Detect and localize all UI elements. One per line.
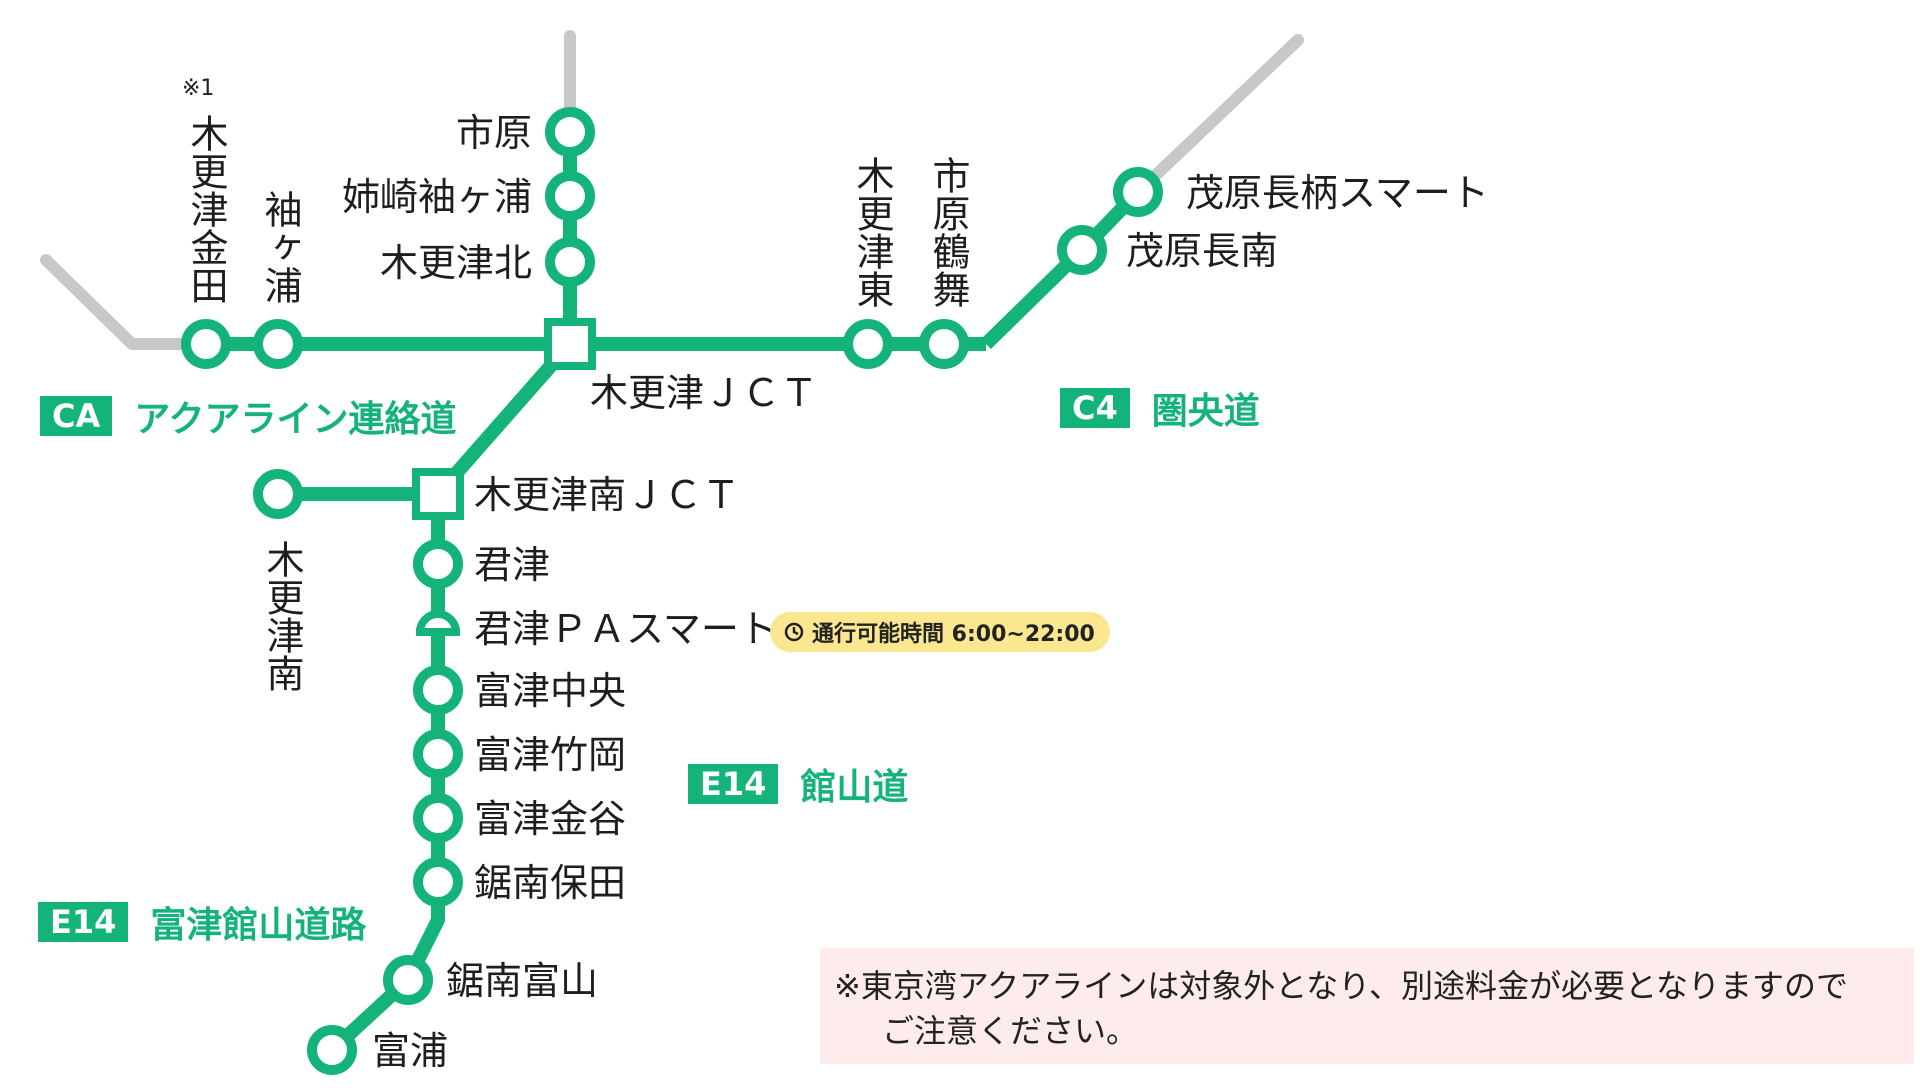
station-futtsu-takeoka [413, 729, 463, 779]
station-futtsu-kanaya [413, 793, 463, 843]
station-kisarazu-minami [253, 469, 303, 519]
label-anesaki: 姉崎袖ヶ浦 [342, 175, 533, 219]
route-name: 富津館山道路 [150, 905, 367, 946]
label-kyonan-hota: 鋸南保田 [474, 861, 627, 905]
route-code: CA [40, 396, 113, 436]
route-e14-futtsu-tateyama: E14 富津館山道路 [38, 896, 366, 948]
station-futtsu-chuo [413, 665, 463, 715]
station-kyonan-tomiyama [383, 955, 433, 1005]
station-mobara-nagara [1113, 167, 1163, 217]
label-futtsu-takeoka: 富津竹岡 [474, 733, 627, 777]
label-kimitsu-pa: 君津ＰＡスマート [474, 607, 777, 651]
jct-markers [412, 318, 596, 520]
label-sodegaura: 袖ヶ浦 [257, 190, 302, 304]
station-ichihara [545, 107, 595, 157]
station-kisarazu-kita [545, 237, 595, 287]
hours-badge: 通行可能時間 6:00~22:00 [770, 612, 1110, 652]
jct-kisarazu [544, 318, 596, 370]
label-kisarazu-higashi: 木更津東 [849, 156, 894, 308]
label-tomiura: 富浦 [372, 1029, 449, 1073]
route-ca: CA アクアライン連絡道 [40, 390, 456, 442]
hours-text: 通行可能時間 6:00~22:00 [812, 622, 1095, 647]
jct-kisarazu-minami [412, 468, 464, 520]
route-name: 館山道 [800, 767, 909, 808]
station-anesaki [545, 171, 595, 221]
label-futtsu-kanaya: 富津金谷 [474, 797, 627, 841]
label-kisarazu-jct: 木更津ＪＣＴ [590, 371, 819, 415]
label-ichihara-tsurumai: 市原鶴舞 [925, 156, 970, 308]
label-kimitsu: 君津 [474, 543, 551, 587]
note-line-2: ご注意ください。 [882, 1011, 1139, 1050]
label-kyonan-tomiyama: 鋸南富山 [446, 959, 599, 1003]
label-kisarazu-kaneda: 木更津金田 [183, 114, 228, 304]
clock-icon [784, 622, 804, 642]
pa-marker [415, 610, 461, 636]
station-kimitsu [413, 539, 463, 589]
route-c4: C4 圏央道 [1060, 382, 1260, 434]
label-mobara-chonan: 茂原長南 [1126, 229, 1279, 273]
note-line-1: ※東京湾アクアラインは対象外となり、別途料金が必要となりますので [834, 967, 1849, 1005]
label-ichihara: 市原 [456, 111, 533, 155]
station-mobara-chonan [1057, 225, 1107, 275]
label-kisarazu-minami-jct: 木更津南ＪＣＴ [474, 473, 741, 517]
station-kisarazu-kaneda [181, 319, 231, 369]
label-futtsu-chuo: 富津中央 [474, 669, 627, 713]
station-sodegaura [253, 319, 303, 369]
route-code: E14 [38, 902, 129, 942]
station-markers [181, 107, 1163, 1075]
route-e14-tateyama: E14 館山道 [688, 758, 908, 810]
route-code: E14 [688, 764, 779, 804]
label-kisarazu-kita: 木更津北 [380, 241, 533, 285]
inactive-lines [40, 30, 1304, 350]
label-kisarazu-minami: 木更津南 [259, 540, 304, 692]
note-box: ※東京湾アクアラインは対象外となり、別途料金が必要となりますので ご注意ください… [820, 948, 1914, 1064]
label-mobara-nagara: 茂原長柄スマート [1186, 171, 1489, 215]
station-kyonan-hota [413, 857, 463, 907]
station-tomiura [307, 1025, 357, 1075]
route-code: C4 [1060, 388, 1130, 428]
route-name: アクアライン連絡道 [134, 399, 457, 440]
footnote-mark: ※1 [182, 76, 215, 101]
station-ichihara-tsurumai [919, 319, 969, 369]
station-kisarazu-higashi [843, 319, 893, 369]
route-name: 圏央道 [1151, 391, 1260, 432]
